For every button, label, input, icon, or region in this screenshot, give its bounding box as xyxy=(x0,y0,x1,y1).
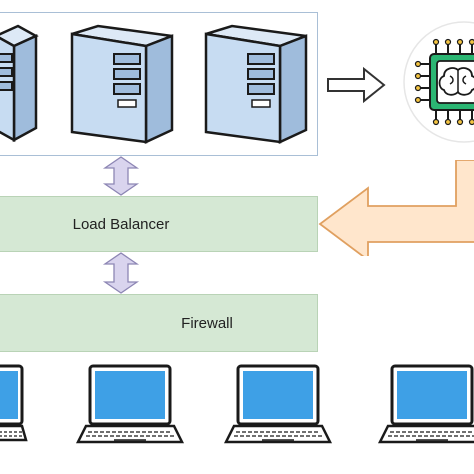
arrow-right-icon xyxy=(327,66,386,104)
laptop-icon xyxy=(223,364,333,444)
arrow-left-large-icon xyxy=(318,160,474,256)
server-tower-icon xyxy=(0,24,39,143)
load-balancer-label: Load Balancer xyxy=(72,216,170,233)
load-balancer-layer: Load Balancer xyxy=(0,196,318,252)
laptop-icon xyxy=(0,364,28,442)
server-tower-icon xyxy=(204,24,308,144)
laptop-icon xyxy=(75,364,185,444)
firewall-layer: Firewall xyxy=(0,294,318,352)
double-arrow-vertical-icon xyxy=(102,156,140,196)
server-tower-icon xyxy=(70,24,174,144)
double-arrow-vertical-icon xyxy=(102,252,140,294)
firewall-label: Firewall xyxy=(181,315,233,332)
laptop-icon xyxy=(377,364,474,444)
ai-brain-chip-icon xyxy=(403,21,474,143)
